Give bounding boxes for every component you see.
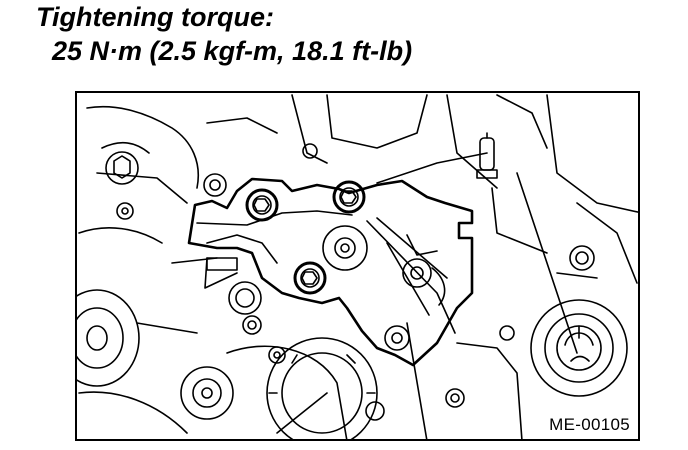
bracket-bolt-3: [293, 261, 327, 295]
right-pulley: [530, 299, 628, 397]
sensor-housing: [476, 132, 498, 179]
torque-label: Tightening torque:: [36, 2, 274, 32]
crank-sprocket: [180, 366, 234, 420]
torque-value: 25 N·m (2.5 kgf-m, 18.1 ft-lb): [52, 36, 413, 66]
engine-block-outline: [78, 94, 638, 439]
bracket-idler: [322, 225, 368, 271]
bracket-details: [196, 210, 456, 334]
small-bolts: [116, 143, 595, 421]
bracket-bolt-1: [245, 188, 279, 222]
bracket-bolt-2: [332, 180, 366, 214]
left-pulley: [77, 289, 140, 387]
water-pump: [266, 337, 378, 439]
hex-bolt-top-left: [105, 151, 139, 185]
torque-spec: Tightening torque: 25 N·m (2.5 kgf-m, 18…: [36, 0, 676, 68]
bracket-outline: [187, 177, 474, 367]
tensioner-pulley: [402, 258, 446, 306]
figure-code: ME-00105: [547, 415, 632, 435]
engine-line-drawing: [77, 94, 638, 439]
engine-illustration: ME-00105: [75, 91, 640, 441]
